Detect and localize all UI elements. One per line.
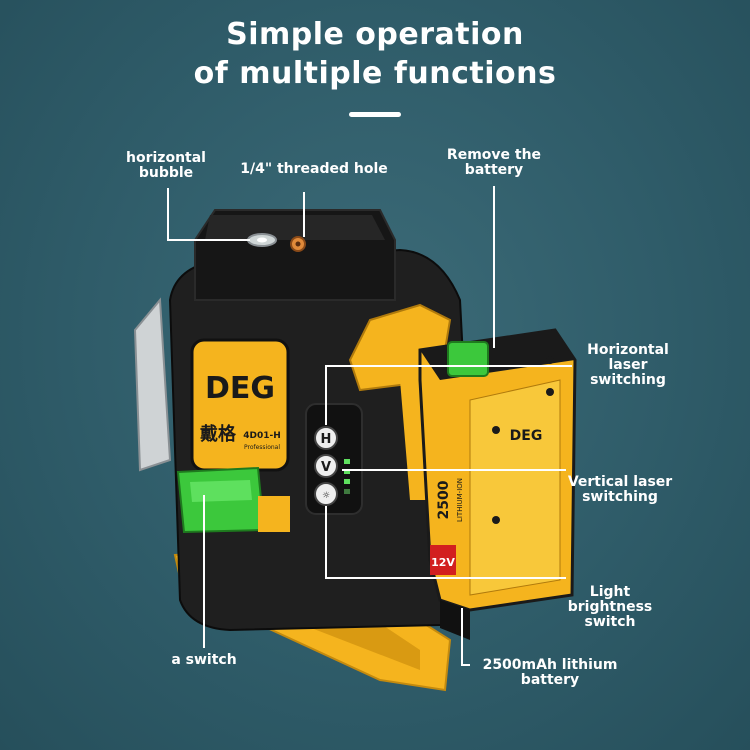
battery-voltage-badge: [430, 545, 456, 575]
led-indicator-1: [344, 459, 350, 464]
label-horizontal-bubble: horizontal bubble: [126, 150, 206, 181]
label-lithium-battery: 2500mAh lithium battery: [482, 657, 618, 688]
headline-line-2: of multiple functions: [193, 56, 557, 91]
brand-chinese: 戴格: [200, 423, 237, 445]
left-laser-window: [133, 297, 172, 472]
button-brightness[interactable]: [314, 482, 338, 506]
title-underline: [349, 112, 401, 117]
callout-battery: [461, 608, 470, 666]
model-number: 4D01-H: [243, 431, 281, 441]
led-indicator-2: [344, 469, 350, 474]
battery-capacity: 2500: [436, 480, 452, 519]
brand-logo: DEG: [205, 371, 275, 406]
brightness-icon: ☼: [322, 491, 330, 501]
button-h[interactable]: [314, 426, 338, 450]
battery-type: LITHIUM-ION: [456, 478, 464, 522]
battery-brand: DEG: [510, 428, 543, 444]
label-horizontal-switching: Horizontal laser switching: [587, 342, 669, 388]
label-remove-battery: Remove the battery: [446, 147, 542, 178]
label-light-brightness: Light brightness switch: [567, 584, 653, 630]
battery-release-button[interactable]: [447, 341, 489, 377]
label-vertical-switching: Vertical laser switching: [567, 474, 673, 505]
button-v-label: V: [321, 460, 331, 475]
callout-light: [325, 506, 566, 579]
headline-line-1: Simple operation: [226, 17, 524, 52]
battery-voltage: 12V: [431, 556, 455, 569]
label-threaded-hole: 1/4" threaded hole: [240, 161, 388, 177]
button-h-label: H: [321, 432, 332, 447]
model-subtitle: Professional: [244, 444, 280, 451]
led-indicator-3: [344, 479, 350, 484]
callout-h: [325, 365, 572, 425]
label-a-switch: a switch: [171, 652, 237, 668]
button-v[interactable]: [314, 454, 338, 478]
callout-bubble: [167, 188, 250, 241]
led-indicator-4: [344, 489, 350, 494]
